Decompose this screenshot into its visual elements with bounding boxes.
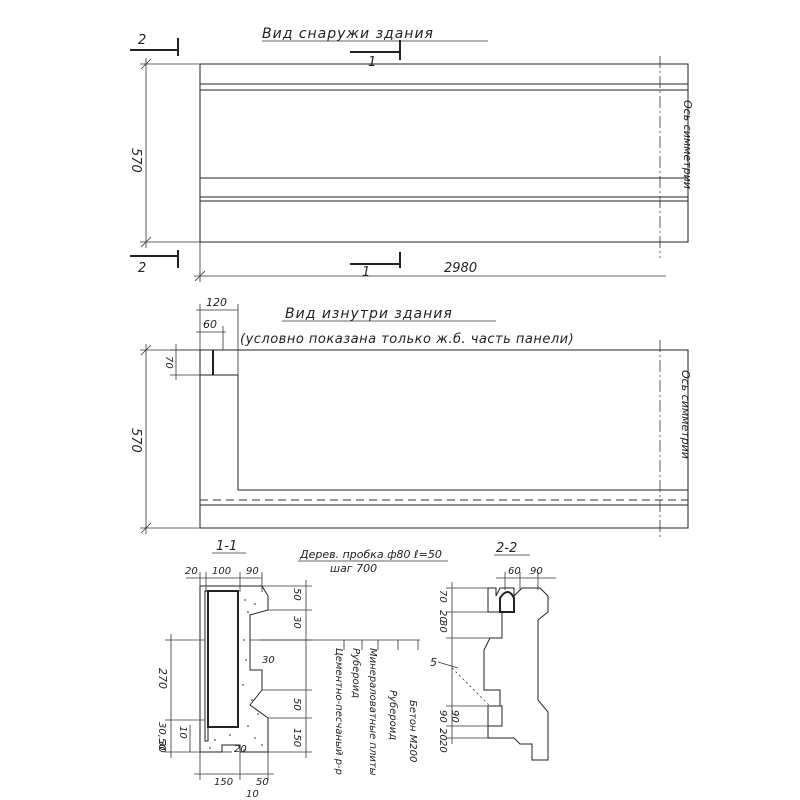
dim-r-30: 30 [291,616,302,629]
inside-panel-outline [199,349,689,529]
hidden-line [451,667,491,707]
section-2-top-label: 2 [138,33,146,48]
outside-panel-outline [199,63,689,243]
dim-b-150: 150 [214,777,233,788]
section-1-1: 1-1 Дерев. пробка ф80 ℓ=50 шаг 700 20 10… [156,539,448,800]
section-1-1-title: 1-1 [216,539,237,554]
dim-l-20: 20 [437,610,448,623]
dim-top-60: 60 [508,566,521,577]
dim-r-50b: 50 [291,698,302,711]
inside-view: Вид изнутри здания (условно показана тол… [128,296,692,540]
mark-leader [437,661,459,669]
mortar-layer [204,590,209,742]
dim-b-50: 50 [256,777,269,788]
symmetry-axis-label: Ось симметрии [679,370,692,459]
dim-tick [194,270,206,282]
section-2-bottom-label: 2 [138,261,146,276]
inside-view-title: Вид изнутри здания [285,306,453,322]
dim-120: 120 [206,296,227,309]
dim-l-70: 70 [437,590,448,603]
dim-l-30: 30 [437,620,448,633]
dim-l-90b: 90 [449,710,460,723]
plug-note: Дерев. пробка ф80 ℓ=50 [299,548,442,561]
dim-tick [140,344,152,356]
length-dimension: 2980 [444,261,477,276]
dim-l-90: 90 [437,710,448,723]
lower-plug [487,705,503,727]
dim-tick [140,236,152,248]
inside-view-note: (условно показана только ж.б. часть пане… [240,332,574,347]
dim-top-20: 20 [185,566,198,577]
dim-r-50: 50 [291,588,302,601]
material-2: Рубероид [350,648,362,698]
section-2-2-outline [483,587,549,761]
dim-l-20b: 20 [437,728,448,741]
dim-top-90: 90 [246,566,259,577]
height-dimension: 570 [128,148,143,173]
height-dimension: 570 [128,428,143,453]
dim-60: 60 [203,318,217,331]
wood-plug [499,591,515,613]
dim-l-270: 270 [156,668,169,689]
dim-tick [140,58,152,70]
material-3: Минераловатные плиты [367,648,378,776]
plug-step: шаг 700 [330,562,377,575]
section-1-bottom-label: 1 [362,265,370,280]
dim-70: 70 [163,356,174,369]
dim-l-10: 10 [177,726,188,739]
outside-view: Вид снаружи здания Ось симметрии 570 298… [128,26,694,282]
insulation-block [207,590,239,728]
dim-b-20: 20 [234,744,247,755]
dim-r-30b: 30 [262,655,275,666]
dim-l-20c: 20 [437,740,448,753]
dim-l-30-50: 30,50 [156,722,167,751]
dim-r-150: 150 [291,728,302,747]
section-2-2: 2-2 60 90 70 20 30 90 20 90 20 5 [430,541,556,761]
material-4: Рубероид [387,690,399,740]
outside-view-title: Вид снаружи здания [262,26,434,42]
material-5: Бетон М200 [407,700,418,762]
rib-outline [200,374,688,491]
concrete-fill [209,599,263,751]
symmetry-axis-label: Ось симметрии [681,100,694,189]
dim-top-100: 100 [212,566,231,577]
dim-l-30: 30 [156,740,167,753]
section-1-top-label: 1 [368,55,376,70]
section-2-2-title: 2-2 [496,541,517,556]
material-1: Цементно-песчаный р-р [333,648,344,775]
dim-tick [140,522,152,534]
mark-5: 5 [430,656,437,669]
dim-b-10: 10 [246,789,259,800]
dim-top-90: 90 [530,566,543,577]
section-outline [199,585,269,753]
